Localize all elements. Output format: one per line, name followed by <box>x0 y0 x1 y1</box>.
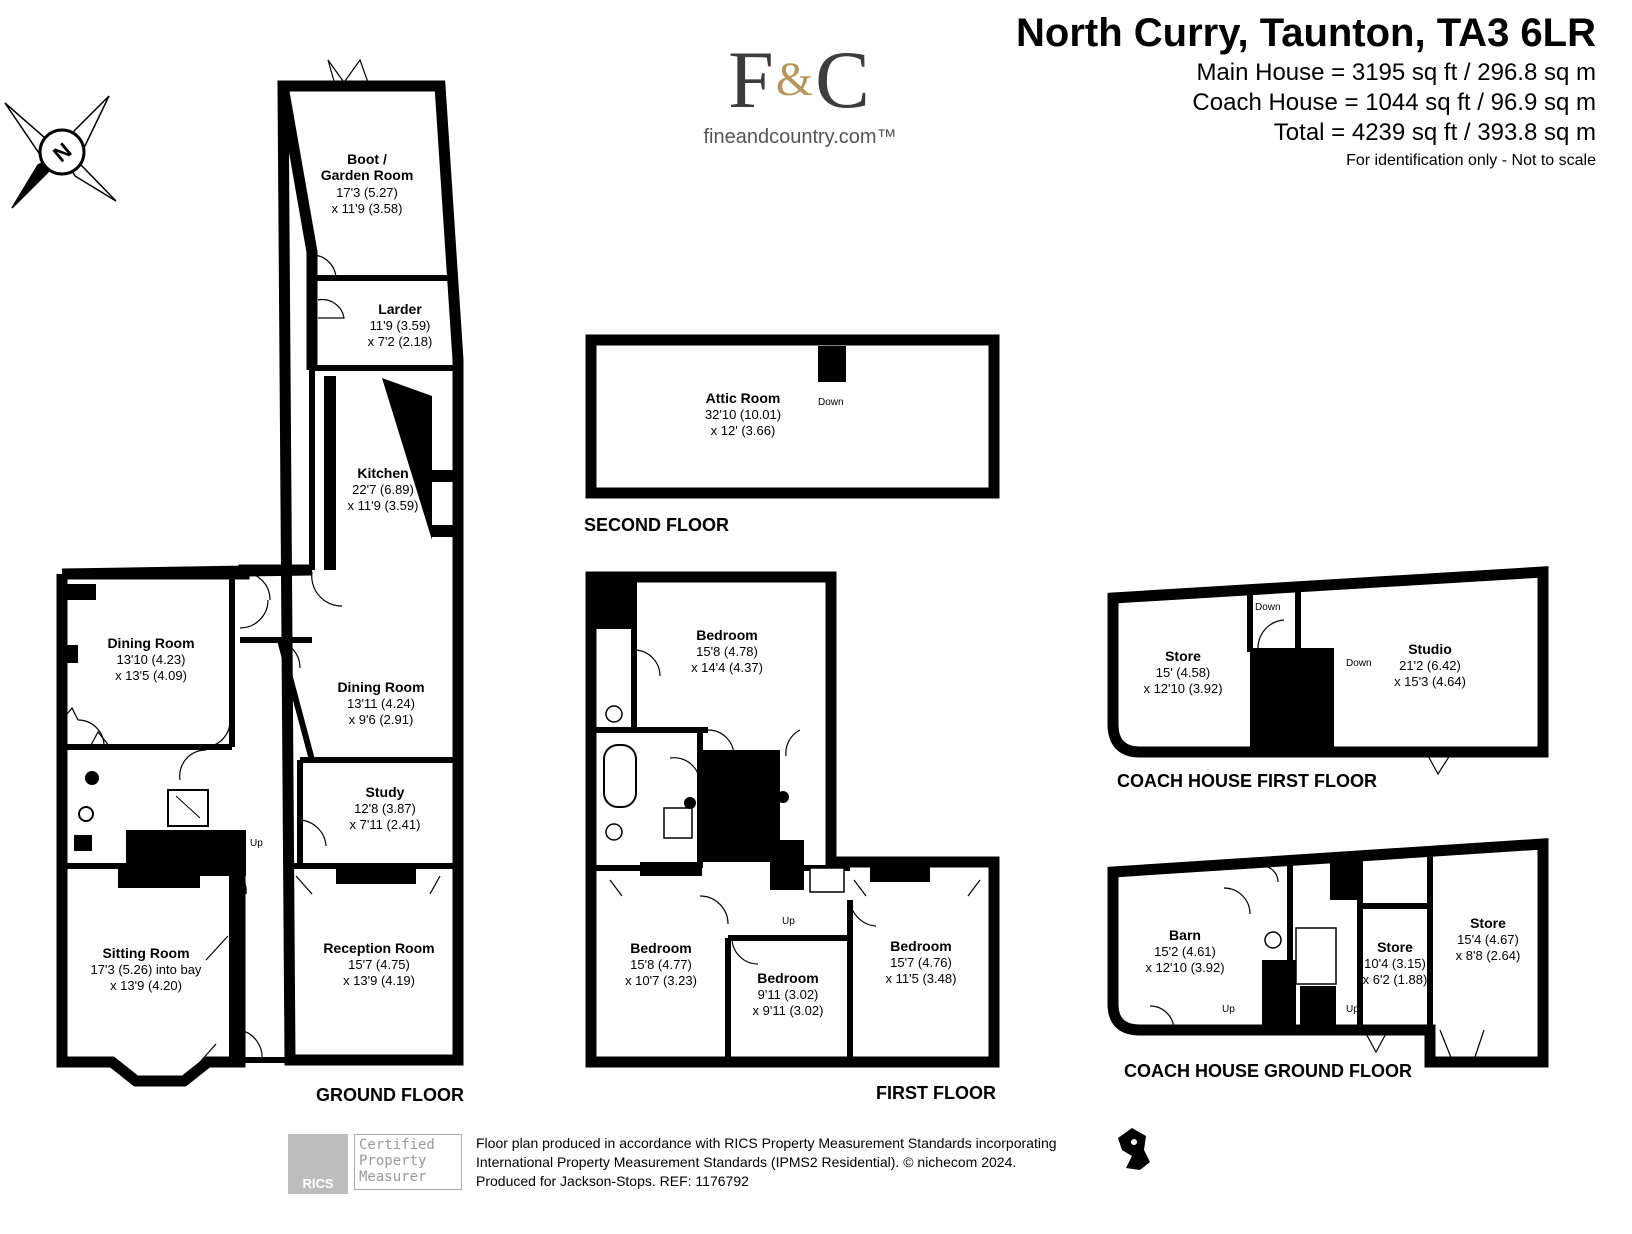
footer-notes: Floor plan produced in accordance with R… <box>476 1134 1057 1191</box>
ground-floor-plan <box>56 58 464 1087</box>
room-study-dim-2: x 7'11 (2.41) <box>350 817 421 832</box>
room-bed2-name: Bedroom <box>630 940 691 956</box>
room-dining2-name: Dining Room <box>337 679 424 695</box>
coach-first-floor-title: COACH HOUSE FIRST FLOOR <box>1117 771 1377 791</box>
room-studio-dim: 21'2 (6.42) <box>1399 658 1461 673</box>
rics-badge: RICS Certified Property Measurer <box>288 1134 464 1194</box>
logo-ampersand: & <box>775 53 816 106</box>
room-bed3-name: Bedroom <box>757 970 818 986</box>
room-bed1-dim-2: x 14'4 (4.37) <box>691 660 763 675</box>
coach-first-stairs-down-2: Down <box>1346 658 1372 669</box>
compass-icon: N <box>4 95 117 209</box>
room-attic-dim-2: x 12' (3.66) <box>711 423 776 438</box>
floor-plan-drawing: N <box>4 58 1549 1170</box>
room-store-cf-name: Store <box>1165 648 1201 664</box>
room-bed1-dim: 15'8 (4.78) <box>696 644 758 659</box>
rics-certified-text: Certified Property Measurer <box>354 1134 462 1190</box>
room-bed4-dim-2: x 11'5 (3.48) <box>886 971 957 986</box>
room-larder-name: Larder <box>378 301 422 317</box>
room-reception-dim: 15'7 (4.75) <box>348 957 410 972</box>
area-total: Total = 4239 sq ft / 393.8 sq m <box>1273 119 1596 146</box>
room-reception-dim-2: x 13'9 (4.19) <box>343 973 415 988</box>
room-bed3-dim: 9'11 (3.02) <box>758 987 819 1002</box>
room-reception-name: Reception Room <box>323 940 434 956</box>
second-floor-plan <box>585 334 1000 499</box>
room-dining2-dim-2: x 9'6 (2.91) <box>349 712 414 727</box>
coach-ground-floor-title: COACH HOUSE GROUND FLOOR <box>1124 1061 1412 1081</box>
room-dining1-name: Dining Room <box>107 635 194 651</box>
rics-line-1: Certified <box>359 1137 435 1153</box>
rics-mark-icon: RICS <box>288 1134 348 1194</box>
area-main-house: Main House = 3195 sq ft / 296.8 sq m <box>1196 59 1596 86</box>
footer-line-3: Produced for Jackson-Stops. REF: 1176792 <box>476 1173 749 1189</box>
first-stairs-up: Up <box>782 916 795 927</box>
area-coach-house: Coach House = 1044 sq ft / 96.9 sq m <box>1192 89 1596 116</box>
identification-note: For identification only - Not to scale <box>1346 152 1596 169</box>
room-kitchen-dim-2: x 11'9 (3.59) <box>348 498 419 513</box>
room-larder-dim: 11'9 (3.59) <box>370 318 431 333</box>
room-bed2-dim: 15'8 (4.77) <box>630 957 692 972</box>
rics-line-3: Measurer <box>359 1169 427 1185</box>
second-floor-title: SECOND FLOOR <box>584 515 729 535</box>
attic-stairs-down: Down <box>818 397 844 408</box>
room-boot-name: Boot / <box>347 151 387 167</box>
room-sitting-name: Sitting Room <box>102 945 189 961</box>
room-bed4-dim: 15'7 (4.76) <box>890 955 952 970</box>
room-store-cg2-name: Store <box>1470 915 1506 931</box>
coach-first-stairs-down: Down <box>1255 602 1281 613</box>
room-attic-dim: 32'10 (10.01) <box>705 407 781 422</box>
room-bed2-dim-2: x 10'7 (3.23) <box>625 973 697 988</box>
coach-ground-floor-plan <box>1107 838 1549 1068</box>
first-floor-title: FIRST FLOOR <box>876 1083 996 1103</box>
logo-url: fineandcountry.com™ <box>703 126 897 148</box>
first-stairs-down: Down <box>742 812 768 823</box>
room-dining1-dim-2: x 13'5 (4.09) <box>115 668 187 683</box>
room-larder-dim-2: x 7'2 (2.18) <box>368 334 433 349</box>
ground-stairs-up: Up <box>250 838 263 849</box>
footer-line-1: Floor plan produced in accordance with R… <box>476 1135 1057 1151</box>
coach-ground-stairs-up-2: Up <box>1346 1004 1359 1015</box>
room-dining1-dim: 13'10 (4.23) <box>117 652 186 667</box>
room-bed3-dim-2: x 9'11 (3.02) <box>753 1003 824 1018</box>
fine-and-country-logo: F&C fineandcountry.com™ <box>700 34 900 149</box>
coach-first-floor-plan <box>1107 566 1549 776</box>
room-attic-name: Attic Room <box>706 390 781 406</box>
room-store-cg1-dim-2: x 6'2 (1.88) <box>1363 972 1428 987</box>
room-kitchen-dim: 22'7 (6.89) <box>352 482 414 497</box>
room-boot-dim: 17'3 (5.27) <box>336 185 398 200</box>
room-store-cg2-dim: 15'4 (4.67) <box>1457 932 1519 947</box>
ground-floor-title: GROUND FLOOR <box>316 1085 464 1105</box>
room-kitchen-name: Kitchen <box>357 465 408 481</box>
rics-line-2: Property <box>359 1153 427 1169</box>
logo-mark: F&C <box>728 34 872 125</box>
room-sitting-dim: 17'3 (5.26) into bay <box>91 962 202 977</box>
room-boot-name-2: Garden Room <box>321 167 414 183</box>
property-header: North Curry, Taunton, TA3 6LR Main House… <box>1016 8 1596 174</box>
room-store-cf-dim: 15' (4.58) <box>1156 665 1211 680</box>
room-bed4-name: Bedroom <box>890 938 951 954</box>
room-dining2-dim: 13'11 (4.24) <box>347 696 415 711</box>
room-sitting-dim-2: x 13'9 (4.20) <box>110 978 182 993</box>
room-store-cg1-dim: 10'4 (3.15) <box>1364 956 1426 971</box>
room-store-cf-dim-2: x 12'10 (3.92) <box>1143 681 1222 696</box>
room-studio-name: Studio <box>1408 641 1452 657</box>
room-store-cg1-name: Store <box>1377 939 1413 955</box>
room-store-cg2-dim-2: x 8'8 (2.64) <box>1456 948 1521 963</box>
room-bed1-name: Bedroom <box>696 627 757 643</box>
room-barn-dim: 15'2 (4.61) <box>1154 944 1216 959</box>
coach-ground-stairs-up: Up <box>1222 1004 1235 1015</box>
first-floor-plan <box>585 571 1000 1068</box>
nichecom-logo-icon <box>1118 1128 1150 1170</box>
room-barn-dim-2: x 12'10 (3.92) <box>1145 960 1224 975</box>
footer-line-2: International Property Measurement Stand… <box>476 1154 1017 1170</box>
room-studio-dim-2: x 15'3 (4.64) <box>1394 674 1466 689</box>
room-boot-dim-2: x 11'9 (3.58) <box>332 201 403 216</box>
room-barn-name: Barn <box>1169 927 1201 943</box>
property-address: North Curry, Taunton, TA3 6LR <box>1016 11 1596 55</box>
room-study-name: Study <box>366 784 405 800</box>
room-study-dim: 12'8 (3.87) <box>354 801 416 816</box>
